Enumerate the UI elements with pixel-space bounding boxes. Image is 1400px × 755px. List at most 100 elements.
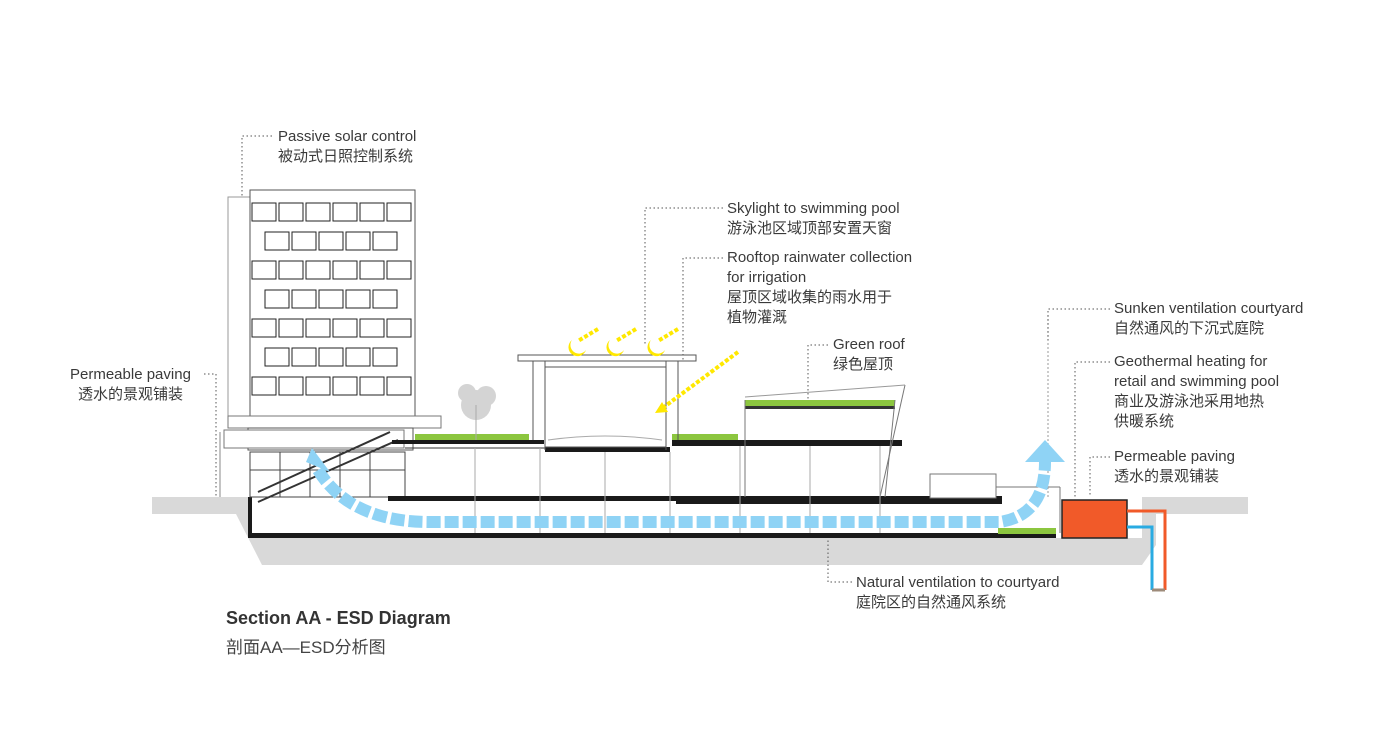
callout-geothermal: Geothermal heating for retail and swimmi… [1114, 352, 1279, 432]
tower-window [318, 231, 344, 251]
tower-window [291, 347, 317, 367]
cold-pipe [1127, 525, 1154, 590]
tower-window [291, 289, 317, 309]
tower-window [305, 260, 331, 280]
callout-sunken-court: Sunken ventilation courtyard 自然通风的下沉式庭院 [1114, 299, 1303, 339]
tower-window [305, 376, 331, 396]
right-structure [744, 315, 1061, 533]
basement-wall-left [248, 497, 252, 538]
callout-permeable-right: Permeable paving 透水的景观铺装 [1114, 447, 1235, 487]
permeable-left-cn: 透水的景观铺装 [78, 386, 184, 403]
basement-floor [248, 533, 1056, 538]
permeable-left-en: Permeable paving [70, 366, 191, 383]
passive-solar-en: Passive solar control [278, 128, 417, 145]
mid-slab-2 [676, 496, 1002, 504]
callout-rainwater: Rooftop rainwater collection for irrigat… [727, 248, 912, 328]
tower [219, 189, 442, 503]
upper-roof-slab [745, 406, 895, 409]
tower-window [386, 376, 412, 396]
tower-window [278, 202, 304, 222]
tower-window [386, 318, 412, 338]
natural-vent-cn: 庭院区的自然通风系统 [856, 594, 1007, 611]
upper-slab-2 [545, 447, 670, 452]
ground-section [152, 497, 1248, 565]
rainwater-en2: for irrigation [727, 269, 807, 286]
tower-window [332, 318, 358, 338]
geothermal-en2: retail and swimming pool [1114, 373, 1280, 390]
tower-window [372, 347, 398, 367]
tower-window [359, 202, 385, 222]
callout-passive-solar: Passive solar control 被动式日照控制系统 [278, 127, 416, 167]
tower-window [251, 376, 277, 396]
tower-window [264, 231, 290, 251]
tower-window [251, 260, 277, 280]
hot-pipe [1127, 509, 1167, 590]
tower-window [278, 376, 304, 396]
tower-window [359, 376, 385, 396]
passive-solar-cn: 被动式日照控制系统 [278, 148, 414, 165]
upper-slab-3 [672, 440, 902, 446]
sunken-court-cn: 自然通风的下沉式庭院 [1114, 320, 1265, 337]
mid-slab [388, 496, 678, 501]
rainwater-cn: 屋顶区域收集的雨水用于 [727, 289, 893, 306]
tower-window [359, 318, 385, 338]
green-roof-cn: 绿色屋顶 [833, 356, 894, 373]
natural-vent-en: Natural ventilation to courtyard [856, 574, 1060, 591]
rainwater-cn2: 植物灌溉 [727, 309, 788, 326]
sun-rays [576, 327, 740, 409]
tower-window [332, 376, 358, 396]
skylight-cn: 游泳池区域顶部安置天窗 [727, 220, 893, 237]
permeable-right-cn: 透水的景观铺装 [1114, 468, 1220, 485]
tower-window [264, 347, 290, 367]
green-roof-2 [672, 434, 738, 440]
tower-window [264, 289, 290, 309]
permeable-right-en: Permeable paving [1114, 448, 1235, 465]
tower-window [359, 260, 385, 280]
tower-window [332, 202, 358, 222]
callout-green-roof: Green roof 绿色屋顶 [833, 335, 905, 375]
callout-skylight: Skylight to swimming pool 游泳池区域顶部安置天窗 [727, 199, 900, 239]
geothermal-cn: 商业及游泳池采用地热 [1114, 393, 1265, 410]
tower-window [345, 289, 371, 309]
airflow-arrowhead-right [1025, 440, 1065, 462]
tower-window [372, 231, 398, 251]
green-roof-en: Green roof [833, 336, 905, 353]
sun-icons [568, 340, 668, 413]
tower-window [332, 260, 358, 280]
tower-window [291, 231, 317, 251]
geothermal-block [1061, 499, 1128, 539]
callout-permeable-left: Permeable paving 透水的景观铺装 [70, 365, 191, 405]
leader-lines [204, 135, 1110, 583]
diagram-title: Section AA - ESD Diagram [226, 608, 451, 628]
green-roof-4 [998, 528, 1056, 534]
pool-pavilion [517, 354, 697, 450]
tree [458, 384, 496, 440]
tower-window [305, 318, 331, 338]
tower-window [345, 231, 371, 251]
green-roof-3 [745, 400, 895, 407]
green-roof-1 [415, 434, 529, 440]
geothermal-cn2: 供暖系统 [1114, 413, 1175, 430]
upper-slab [392, 440, 544, 444]
tower-window [278, 260, 304, 280]
tower-window [318, 347, 344, 367]
tower-window [305, 202, 331, 222]
tower-window [386, 202, 412, 222]
tower-window [251, 318, 277, 338]
tower-window [386, 260, 412, 280]
tower-window [318, 289, 344, 309]
tower-window [345, 347, 371, 367]
tower-window [251, 202, 277, 222]
airflow-arrowhead-left [306, 448, 330, 472]
geothermal-en: Geothermal heating for [1114, 353, 1268, 370]
sunken-court-en: Sunken ventilation courtyard [1114, 300, 1304, 317]
tower-window [372, 289, 398, 309]
diagram-title-cn: 剖面AA—ESD分析图 [226, 638, 386, 657]
tower-window [278, 318, 304, 338]
ventilation-airflow [312, 461, 1051, 528]
skylight-en: Skylight to swimming pool [727, 200, 900, 217]
rainwater-en: Rooftop rainwater collection [727, 249, 913, 266]
callout-natural-vent: Natural ventilation to courtyard 庭院区的自然通… [856, 573, 1059, 613]
